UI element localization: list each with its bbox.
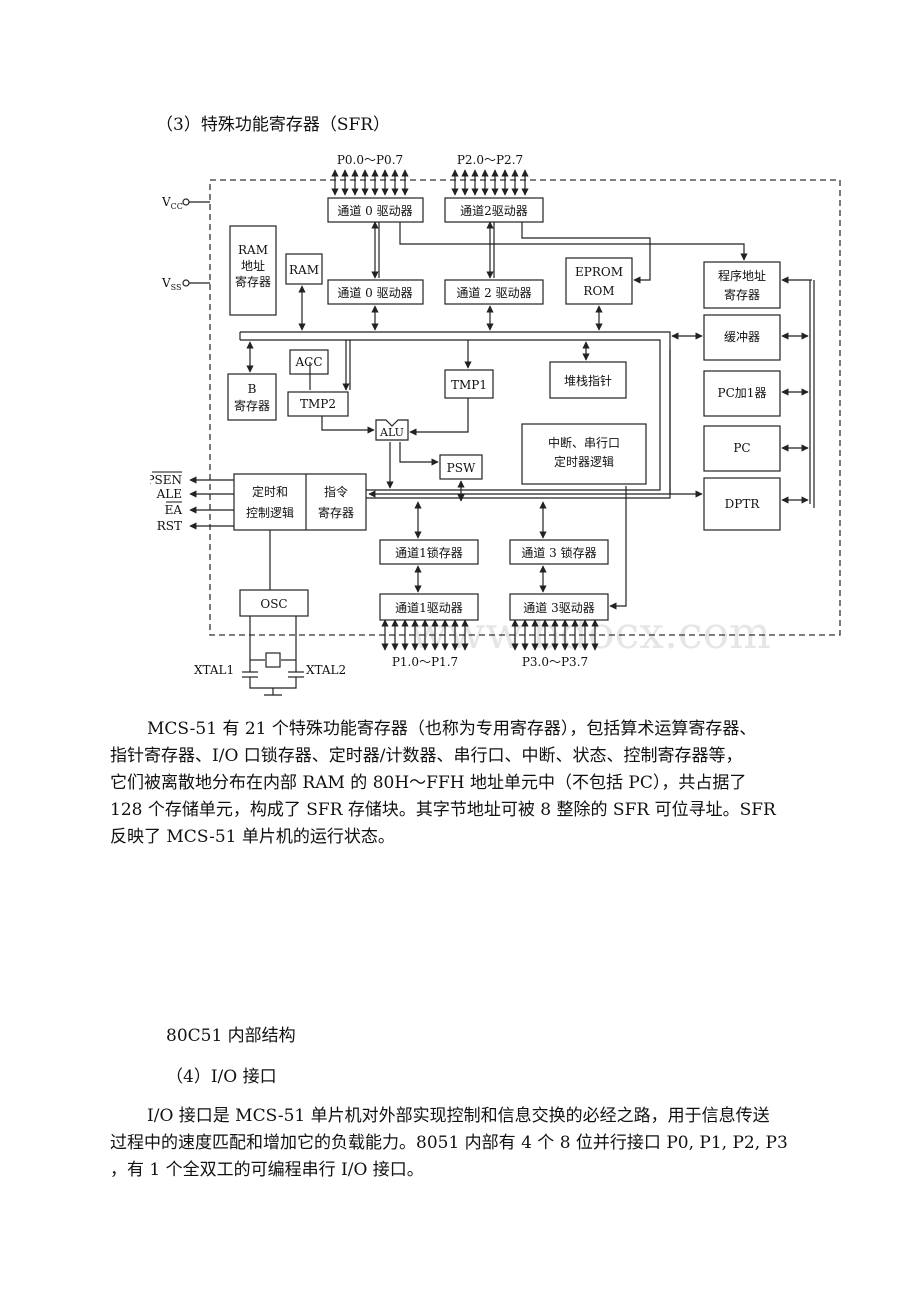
- interrupt-label-2: 定时器逻辑: [554, 454, 614, 469]
- psw-label: PSW: [447, 461, 476, 475]
- alu-paths: [309, 340, 472, 489]
- pc-box: [703, 425, 781, 472]
- acc-box: [289, 349, 329, 375]
- io-interface-paragraph: I/O 接口是 MCS-51 单片机对外部实现控制和信息交换的必经之路，用于信息…: [110, 1103, 810, 1184]
- eprom-rom-box: [565, 257, 633, 305]
- p2-latch-label: 通道 2 驱动器: [456, 286, 531, 300]
- p0-driver-top-label: 通道 0 驱动器: [337, 204, 412, 218]
- ea-signal-label: EA: [165, 503, 183, 517]
- p3-driver-label: 通道 3驱动器: [523, 601, 594, 615]
- b-register-box: [227, 373, 277, 421]
- psw-box: [439, 454, 483, 480]
- interrupt-line: [609, 486, 627, 610]
- xtal1-label: XTAL1: [194, 663, 234, 677]
- sfr-paragraph: MCS-51 有 21 个特殊功能寄存器（也称为专用寄存器），包括算术运算寄存器…: [110, 716, 810, 851]
- ram-label: RAM: [289, 263, 319, 277]
- p3-latch-label: 通道 3 锁存器: [521, 545, 596, 560]
- interrupt-label-1: 中断、串行口: [548, 435, 620, 450]
- section-3-heading: （3）特殊功能寄存器（SFR）: [156, 115, 391, 135]
- p1-latch-box: [379, 539, 479, 565]
- p2-driver-top-label: 通道2驱动器: [460, 204, 528, 218]
- p2-latch-box: [444, 279, 544, 305]
- p3-driver-box: [509, 593, 609, 621]
- buffer-box: [703, 314, 781, 361]
- p2-pins: [451, 169, 529, 196]
- stack-pointer-box: [549, 361, 627, 399]
- buffer-label: 缓冲器: [724, 329, 760, 344]
- control-signals: [189, 476, 234, 530]
- power-pins: [182, 198, 210, 287]
- p1-latch-label: 通道1锁存器: [395, 545, 463, 560]
- 80c51-structure-label: 80C51 内部结构: [166, 1026, 296, 1046]
- interrupt-timer-logic-box: [521, 423, 647, 485]
- program-address-register-box: [703, 261, 781, 309]
- ir-label-1: 指令: [324, 484, 348, 499]
- ram-addr-label-1: RAM: [238, 243, 268, 257]
- prog-addr-label-1: 程序地址: [718, 268, 766, 283]
- timing-label-2: 控制逻辑: [246, 506, 294, 520]
- vcc-label: VCC: [161, 195, 183, 211]
- osc-label: OSC: [260, 597, 287, 611]
- address-paths: [399, 222, 748, 284]
- vss-label: VSS: [161, 276, 182, 292]
- bus-connections: [246, 221, 815, 593]
- prog-addr-label-2: 寄存器: [724, 287, 760, 302]
- p1-pins: [381, 619, 469, 651]
- ram-addr-label-2: 地址: [241, 259, 265, 273]
- acc-label: ACC: [294, 355, 322, 369]
- paragraph-line: I/O 接口是 MCS-51 单片机对外部实现控制和信息交换的必经之路，用于信息…: [147, 1106, 770, 1126]
- paragraph-line: MCS-51 有 21 个特殊功能寄存器（也称为专用寄存器），包括算术运算寄存器…: [147, 719, 757, 739]
- rst-signal-label: RST: [157, 519, 182, 533]
- p0-driver-top-box: [327, 197, 424, 223]
- ir-label-2: 寄存器: [318, 505, 354, 520]
- psen-signal-label: PSEN: [150, 473, 182, 487]
- p3-pins: [511, 619, 599, 651]
- stack-pointer-label: 堆栈指针: [564, 373, 612, 388]
- paragraph-line: 过程中的速度匹配和增加它的负载能力。8051 内部有 4 个 8 位并行接口 P…: [110, 1133, 788, 1153]
- p1-driver-box: [379, 593, 479, 621]
- p2-pin-label: P2.0～P2.7: [457, 153, 523, 167]
- tmp2-label: TMP2: [300, 397, 336, 411]
- alu-box: [375, 419, 409, 441]
- ram-addr-label-3: 寄存器: [235, 274, 271, 289]
- paragraph-line: 反映了 MCS-51 单片机的运行状态。: [110, 827, 395, 847]
- dptr-box: [703, 477, 781, 531]
- ram-address-register-box: [229, 225, 277, 316]
- paragraph-line: 128 个存储单元，构成了 SFR 存储块。其字节地址可被 8 整除的 SFR …: [110, 800, 776, 820]
- tmp2-box: [287, 391, 349, 417]
- p0-pin-label: P0.0～P0.7: [337, 153, 403, 167]
- tmp1-label: TMP1: [451, 378, 487, 392]
- osc-box: [239, 589, 309, 617]
- pc-label: PC: [733, 441, 750, 455]
- ale-signal-label: ALE: [156, 487, 182, 501]
- p0-latch-label: 通道 0 驱动器: [337, 286, 412, 300]
- tmp1-box: [444, 369, 494, 399]
- timing-label-1: 定时和: [252, 484, 288, 499]
- xtal2-label: XTAL2: [306, 663, 346, 677]
- eprom-label: EPROM: [575, 265, 623, 279]
- section-4-heading: （4）I/O 接口: [166, 1067, 277, 1087]
- b-reg-label-1: B: [248, 382, 257, 396]
- mcs51-block-diagram: www.bdocx.com: [150, 153, 841, 696]
- ram-box: [285, 253, 323, 285]
- rom-label: ROM: [583, 284, 614, 298]
- p0-latch-box: [327, 279, 424, 305]
- b-reg-label-2: 寄存器: [234, 398, 270, 413]
- pc-incrementer-box: [703, 370, 781, 417]
- paragraph-line: 它们被离散地分布在内部 RAM 的 80H～FFH 地址单元中（不包括 PC），…: [110, 773, 747, 793]
- oscillator-circuit: [242, 530, 304, 696]
- alu-label: ALU: [379, 426, 404, 439]
- dptr-label: DPTR: [725, 497, 761, 511]
- p3-pin-label: P3.0～P3.7: [522, 655, 588, 669]
- timing-control-box: [233, 473, 367, 531]
- p1-driver-label: 通道1驱动器: [395, 601, 463, 615]
- pc-inc-label: PC加1器: [718, 386, 767, 400]
- paragraph-line: ，有 1 个全双工的可编程串行 I/O 接口。: [110, 1160, 424, 1180]
- paragraph-line: 指针寄存器、I/O 口锁存器、定时器/计数器、串行口、中断、状态、控制寄存器等，: [110, 746, 743, 766]
- p1-pin-label: P1.0～P1.7: [392, 655, 458, 669]
- p3-latch-box: [509, 539, 609, 565]
- p0-pins: [331, 169, 409, 196]
